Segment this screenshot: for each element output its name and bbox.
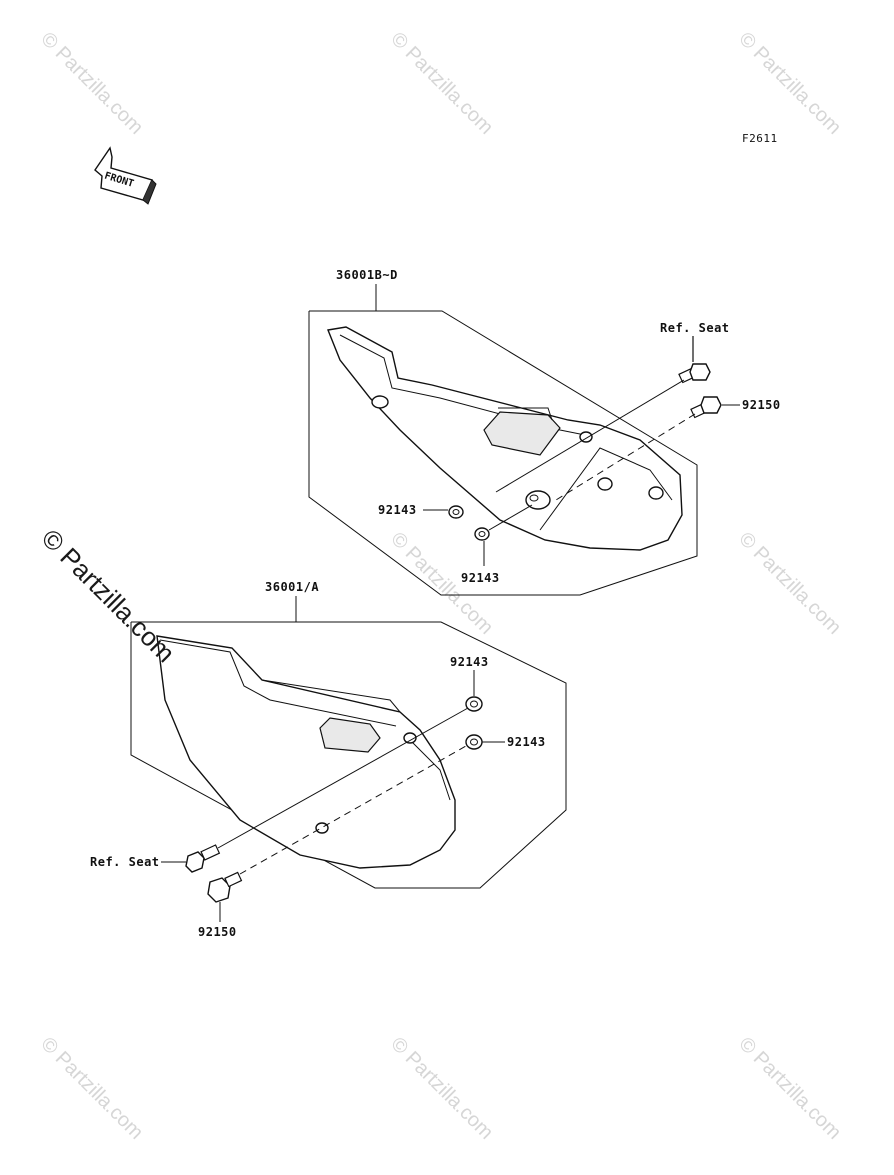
upper-washer-bottom-label: 92143 (461, 571, 500, 585)
lower-part-label: 36001/A (265, 580, 319, 594)
watermark: © Partzilla.com (734, 1033, 845, 1144)
upper-ref-seat-label: Ref. Seat (660, 321, 730, 335)
watermark: © Partzilla.com (36, 28, 147, 139)
upper-part-label: 36001B~D (336, 268, 398, 282)
upper-bolt-guide (555, 413, 696, 501)
lower-ref-seat-bolt-icon (185, 844, 221, 873)
diagram-code: F2611 (742, 132, 778, 145)
lower-washer-top-icon (465, 696, 483, 712)
watermark-grid: © Partzilla.com © Partzilla.com © Partzi… (36, 28, 845, 1144)
upper-frame (308, 310, 698, 596)
upper-washer-left-icon (448, 505, 464, 519)
upper-washer-bottom-icon (474, 527, 490, 541)
upper-bolt-92150-icon (690, 396, 722, 419)
upper-bolt-label: 92150 (742, 398, 781, 412)
upper-washer-left-label: 92143 (378, 503, 417, 517)
lower-washer-right-label: 92143 (507, 735, 546, 749)
upper-ref-seat-bolt-icon (678, 363, 711, 384)
lower-washer-top-label: 92143 (450, 655, 489, 669)
watermark: © Partzilla.com (734, 28, 845, 139)
assembly-lower: 36001/A 92143 92143 Ref. Seat 9 (90, 580, 567, 939)
lower-bolt-92150-icon (207, 871, 243, 903)
watermark-prominent: © Partzilla.com (36, 523, 181, 668)
lower-side-cover (156, 635, 456, 869)
lower-washer-right-icon (465, 734, 483, 750)
lower-bolt-label: 92150 (198, 925, 237, 939)
upper-vent (483, 411, 561, 456)
lower-ref-seat-label: Ref. Seat (90, 855, 160, 869)
lower-refseat-guide (217, 707, 469, 849)
watermark: © Partzilla.com (36, 1033, 147, 1144)
lower-frame (130, 621, 567, 889)
front-arrow-icon: FRONT (94, 146, 157, 205)
watermark: © Partzilla.com (734, 528, 845, 639)
watermark: © Partzilla.com (386, 28, 497, 139)
watermark: © Partzilla.com (386, 1033, 497, 1144)
lower-bolt-guide (239, 745, 467, 875)
assembly-upper: 36001B~D Ref. Seat 92150 9 (308, 268, 781, 596)
upper-refseat-guide (495, 379, 685, 493)
lower-vent (319, 717, 381, 753)
